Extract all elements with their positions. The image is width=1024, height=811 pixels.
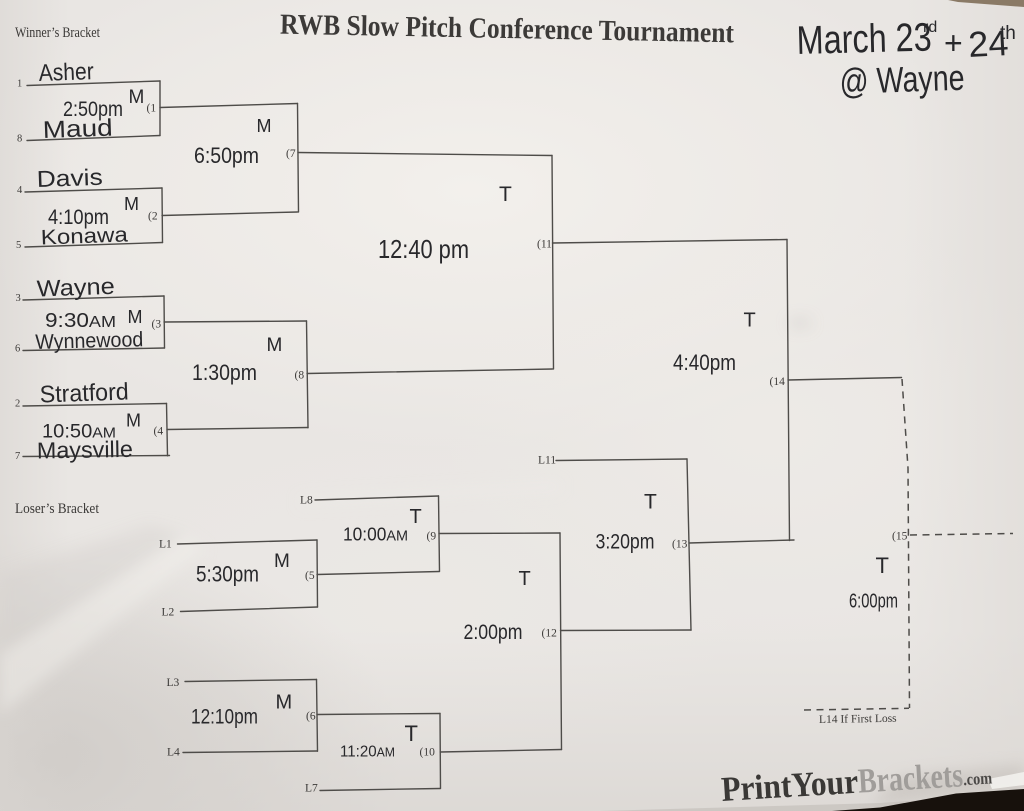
svg-text:(9: (9: [427, 531, 437, 543]
svg-text:T: T: [644, 491, 657, 514]
svg-text:(11: (11: [537, 239, 552, 251]
svg-text:(6: (6: [306, 711, 316, 723]
svg-text:L2: L2: [162, 607, 175, 619]
svg-text:T: T: [876, 553, 889, 578]
svg-text:T: T: [519, 568, 531, 590]
svg-text:3:20pm: 3:20pm: [596, 531, 655, 554]
svg-text:(8: (8: [295, 370, 305, 382]
svg-text:M: M: [274, 551, 290, 572]
svg-text:(5: (5: [305, 570, 315, 582]
svg-text:L8: L8: [300, 495, 313, 507]
svg-text:L1: L1: [159, 539, 172, 551]
svg-text:2:00pm: 2:00pm: [464, 621, 523, 644]
svg-text:(12: (12: [542, 628, 558, 640]
svg-text:.com: .com: [963, 768, 993, 789]
svg-text:rd: rd: [923, 19, 937, 36]
svg-text:M: M: [128, 307, 143, 327]
svg-text:L4: L4: [167, 747, 180, 759]
svg-text:T: T: [499, 183, 512, 206]
svg-text:L11: L11: [538, 455, 556, 467]
svg-text:Loser’s Bracket: Loser’s Bracket: [15, 501, 99, 517]
svg-text:Asher: Asher: [38, 58, 94, 87]
svg-text:Winner’s Bracket: Winner’s Bracket: [15, 25, 100, 41]
svg-text:(13: (13: [672, 539, 688, 551]
svg-text:2: 2: [15, 399, 20, 410]
svg-text:6:00pm: 6:00pm: [849, 591, 898, 613]
svg-text:3: 3: [16, 293, 21, 304]
svg-text:6:50pm: 6:50pm: [194, 143, 259, 168]
svg-text:Konawa: Konawa: [40, 223, 128, 249]
svg-text:4: 4: [17, 185, 23, 196]
svg-text:Maud: Maud: [42, 115, 113, 144]
svg-text:(1: (1: [147, 103, 157, 115]
svg-text:M: M: [267, 335, 283, 356]
svg-text:1: 1: [17, 79, 22, 90]
svg-text:10:00AM: 10:00AM: [343, 525, 408, 545]
svg-text:(14: (14: [770, 376, 786, 388]
svg-text:1:30pm: 1:30pm: [192, 360, 257, 385]
svg-text:M: M: [129, 87, 145, 108]
svg-text:T: T: [744, 310, 756, 332]
svg-text:+: +: [944, 25, 963, 61]
svg-text:(3: (3: [152, 319, 162, 331]
svg-text:(2: (2: [148, 211, 158, 223]
svg-text:5:30pm: 5:30pm: [196, 562, 259, 587]
svg-text:(7: (7: [286, 148, 296, 160]
svg-text:Stratford: Stratford: [39, 378, 129, 408]
svg-text:L14 If First Loss: L14 If First Loss: [819, 713, 897, 726]
svg-text:Wayne: Wayne: [36, 273, 115, 302]
svg-text:Maysville: Maysville: [37, 436, 133, 464]
svg-text:T: T: [410, 506, 422, 528]
svg-text:Wynnewood: Wynnewood: [35, 328, 144, 354]
svg-text:8: 8: [17, 134, 22, 145]
svg-text:M: M: [257, 116, 272, 136]
svg-text:M: M: [126, 411, 141, 431]
svg-text:th: th: [1000, 23, 1016, 44]
svg-text:12:10pm: 12:10pm: [191, 706, 258, 729]
svg-text:7: 7: [15, 451, 20, 462]
svg-text:Davis: Davis: [36, 164, 103, 192]
svg-text:(10: (10: [420, 747, 436, 759]
svg-text:4:40pm: 4:40pm: [673, 350, 736, 375]
svg-text:5: 5: [16, 240, 21, 251]
svg-text:6: 6: [15, 344, 20, 355]
svg-text:12:40 pm: 12:40 pm: [378, 234, 469, 264]
svg-text:(15: (15: [892, 531, 908, 543]
svg-text:@ Wayne: @ Wayne: [839, 57, 965, 102]
svg-text:Brackets: Brackets: [857, 755, 964, 800]
svg-text:11:20AM: 11:20AM: [340, 744, 395, 761]
svg-text:24: 24: [967, 22, 1009, 65]
svg-text:L7: L7: [305, 783, 318, 795]
svg-text:March 23: March 23: [796, 15, 932, 63]
svg-text:M: M: [276, 692, 293, 714]
svg-text:2:50pm: 2:50pm: [63, 98, 123, 121]
svg-text:M: M: [124, 194, 139, 214]
svg-text:T: T: [405, 721, 418, 746]
svg-text:L3: L3: [167, 677, 180, 689]
svg-text:PrintYour: PrintYour: [720, 762, 859, 809]
svg-text:(4: (4: [154, 426, 164, 438]
svg-text:4:10pm: 4:10pm: [48, 206, 109, 229]
